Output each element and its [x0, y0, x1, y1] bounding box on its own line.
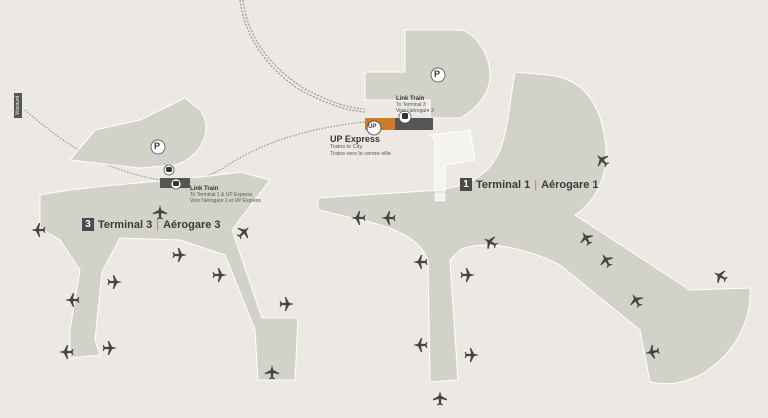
t1-connector [433, 191, 447, 203]
terminal1-name-en: Terminal 1 [476, 178, 531, 191]
t3-parking-letter: P [154, 141, 161, 151]
airplane-icon [172, 248, 187, 262]
airplane-icon [433, 391, 447, 406]
airplane-icon [413, 255, 428, 269]
airplane-icon [107, 275, 122, 289]
viscount-sign: Viscount [14, 92, 22, 118]
rail-lines [24, 0, 366, 183]
link-train-t3-title: Link Train [190, 186, 219, 192]
airplane-icon [102, 341, 117, 355]
link-train-t3-line2: Vers l'aérogare 1 et UP Express [190, 198, 261, 204]
terminal3-building [39, 171, 299, 381]
terminal3-label: 3 Terminal 3 | Aérogare 3 [82, 218, 221, 231]
up-express-label: UP Express Trains to City Trains vers le… [330, 134, 391, 158]
link-train-t3-line1: To Terminal 1 & UP Express [190, 192, 253, 198]
t3-parking-icon [150, 139, 166, 155]
up-express-line2: Trains vers le centre-ville [330, 151, 391, 157]
t3-parking-garage [69, 97, 207, 169]
terminal3-name-en: Terminal 3 [98, 218, 153, 231]
airplane-icon [233, 222, 254, 243]
link-train-t1-title: Link Train [396, 96, 425, 102]
link-train-t3-label: Link Train To Terminal 1 & UP Express Ve… [190, 186, 261, 204]
airplane-icon [464, 348, 479, 362]
link-train-t1-label: Link Train To Terminal 3 Vers l'aérogare… [396, 96, 434, 114]
up-express-badge-icon [366, 120, 382, 136]
terminal3-name-fr: Aérogare 3 [163, 218, 221, 231]
terminal1-label: 1 Terminal 1 | Aérogare 1 [460, 178, 599, 191]
link-train-t1-line2: Vers l'aérogare 3 [396, 108, 434, 114]
airplane-icon [710, 266, 730, 286]
terminal3-number: 3 [82, 218, 94, 231]
airplane-icon [413, 338, 428, 352]
train-icon-t3 [163, 164, 182, 190]
terminal1-name-fr: Aérogare 1 [541, 178, 599, 191]
airplane-icon [460, 268, 475, 282]
train-icon-t1 [398, 110, 412, 124]
up-rail-line-2 [242, 0, 366, 110]
link-train-line [24, 109, 366, 183]
terminal1-separator: | [534, 178, 538, 191]
up-express-title: UP Express [330, 134, 380, 144]
link-train-t1-line1: To Terminal 3 [396, 102, 426, 108]
terminal1-number: 1 [460, 178, 472, 191]
airplane-icon [212, 268, 227, 282]
t1-parking-garage [364, 29, 491, 119]
airplane-icon [279, 297, 294, 311]
terminal3-separator: | [156, 218, 160, 231]
up-express-line1: Trains to City [330, 144, 363, 150]
up-badge-text: UP [368, 124, 377, 130]
t1-walkway [428, 129, 476, 196]
t1-parking-letter: P [434, 69, 441, 79]
t1-parking-icon [430, 67, 446, 83]
up-rail-line [239, 0, 366, 113]
